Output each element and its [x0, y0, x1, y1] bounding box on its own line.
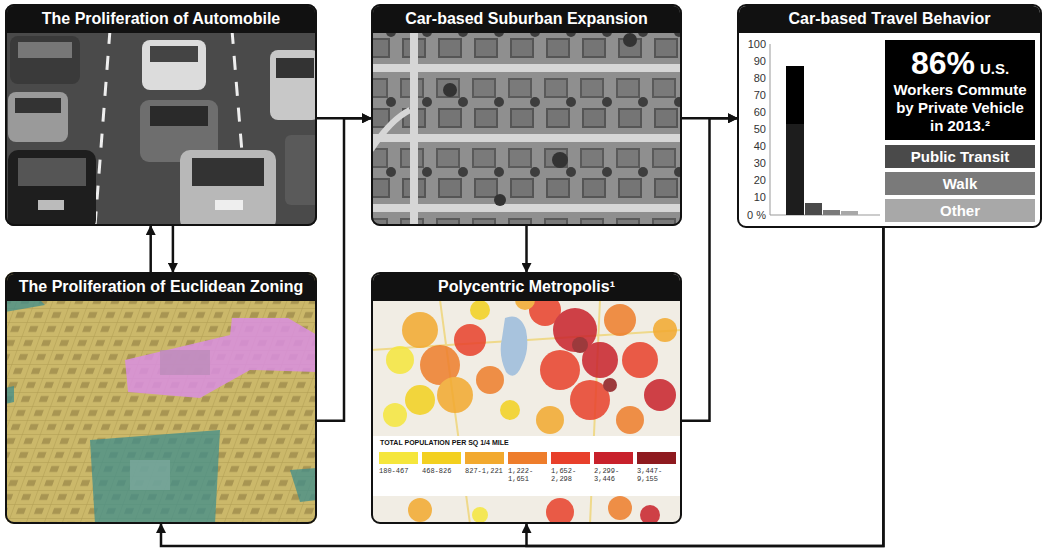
axis-label: 40	[738, 140, 766, 153]
arrow-connector	[525, 226, 528, 272]
legend-swatch	[551, 452, 590, 464]
legend-swatch: Public Transit	[885, 145, 1035, 168]
image-panel: Car-based Suburban Expansion	[371, 4, 682, 226]
chart-panel: Car-based Travel Behavior 86%U.S. Workers…	[737, 4, 1042, 228]
image-panel: The Proliferation of Euclidean Zoning	[5, 272, 317, 524]
image-panel: The Proliferation of Automobile	[5, 4, 317, 226]
arrow-connector	[149, 226, 152, 272]
legend-swatch	[637, 452, 676, 464]
map-panel: Polycentric Metropolis¹	[371, 272, 682, 524]
panel-title: Car-based Suburban Expansion	[373, 6, 680, 33]
bar-chart	[770, 44, 880, 215]
panel-title: Car-based Travel Behavior	[739, 6, 1040, 33]
arrow-connector	[317, 118, 371, 420]
legend-text: 180-467	[379, 467, 420, 475]
legend-swatch	[422, 452, 461, 464]
legend-text: Walk	[943, 175, 977, 192]
map-legend: TOTAL POPULATION PER SQ 1/4 MILE 180-4674…	[376, 437, 678, 495]
legend-swatch	[465, 452, 504, 464]
axis-label: 100	[738, 38, 766, 51]
legend-swatch: Walk	[885, 172, 1035, 195]
statistic-box: 86%U.S. Workers Commute by Private Vehic…	[885, 40, 1035, 140]
axis-label: 0 %	[738, 209, 766, 222]
population-heat-map	[371, 272, 682, 524]
statistic-value: 86%	[911, 45, 975, 81]
legend-swatch	[508, 452, 547, 464]
legend-text: Other	[940, 202, 980, 219]
axis-label: 70	[738, 89, 766, 102]
arrow-connector	[172, 226, 175, 272]
legend-text: 1,222-1,651	[508, 467, 549, 483]
legend-swatch	[379, 452, 418, 464]
axis-label: 60	[738, 106, 766, 119]
traffic-photo	[5, 4, 317, 226]
legend-swatch	[594, 452, 633, 464]
axis-label: 50	[738, 123, 766, 136]
axis-label: 30	[738, 157, 766, 170]
legend-text: 827-1,221	[465, 467, 506, 475]
legend-text: 1,652-2,298	[551, 467, 592, 483]
zoning-map	[5, 272, 317, 524]
axis-label: 10	[738, 191, 766, 204]
legend-text: Public Transit	[911, 148, 1009, 165]
panel-title: Polycentric Metropolis¹	[373, 274, 680, 301]
panel-title: The Proliferation of Euclidean Zoning	[7, 274, 315, 301]
axis-label: 90	[738, 55, 766, 68]
legend-text: 3,447-9,155	[637, 467, 678, 483]
axis-label: 80	[738, 72, 766, 85]
panel-title: The Proliferation of Automobile	[7, 6, 315, 33]
axis-label: 20	[738, 174, 766, 187]
legend-text: 2,299-3,446	[594, 467, 635, 483]
legend-swatch: Other	[885, 199, 1035, 222]
arrow-connector	[682, 118, 737, 420]
legend-text: 468-826	[422, 467, 463, 475]
legend-title: TOTAL POPULATION PER SQ 1/4 MILE	[380, 439, 509, 446]
suburb-aerial	[371, 4, 682, 226]
